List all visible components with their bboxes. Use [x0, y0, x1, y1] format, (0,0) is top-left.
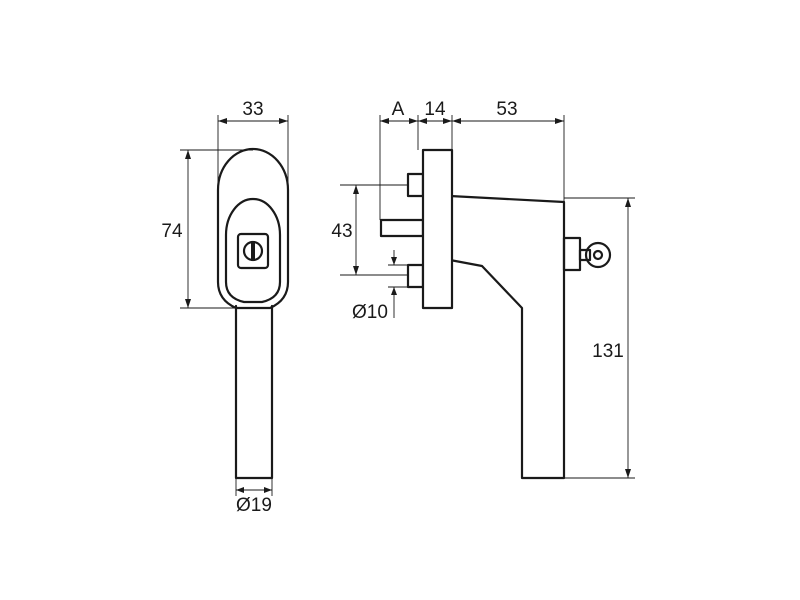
side-base-plate [421, 148, 454, 310]
side-lever-body [448, 194, 566, 480]
dim-total-height: 131 [592, 341, 624, 362]
side-pin-bottom [406, 263, 425, 289]
side-lock-cylinder [562, 236, 582, 272]
dim-offset-a: A [392, 99, 405, 120]
dim-front-height: 74 [161, 221, 183, 242]
front-view [216, 147, 290, 480]
dim-spindle-diameter: Ø10 [352, 302, 388, 323]
dim-base-depth: 14 [424, 99, 446, 120]
dim-spindle-spacing: 43 [331, 221, 352, 242]
side-pin-top [406, 172, 425, 198]
front-lock-escutcheon [224, 197, 282, 304]
side-spindle [379, 218, 425, 238]
front-view-dimensions: 33 74 Ø19 [161, 99, 289, 516]
side-view-dimensions: A 14 53 43 Ø10 131 [331, 99, 635, 479]
front-lock-cylinder [236, 232, 270, 270]
dim-lever-length: 53 [496, 99, 517, 120]
lock-keyhole-slot [251, 241, 255, 261]
dim-front-width: 33 [242, 99, 263, 120]
front-handle-shaft [234, 304, 274, 480]
key-icon [578, 241, 612, 269]
front-rosette [216, 147, 290, 310]
dim-handle-diameter: Ø19 [236, 495, 272, 516]
side-view [379, 148, 612, 480]
